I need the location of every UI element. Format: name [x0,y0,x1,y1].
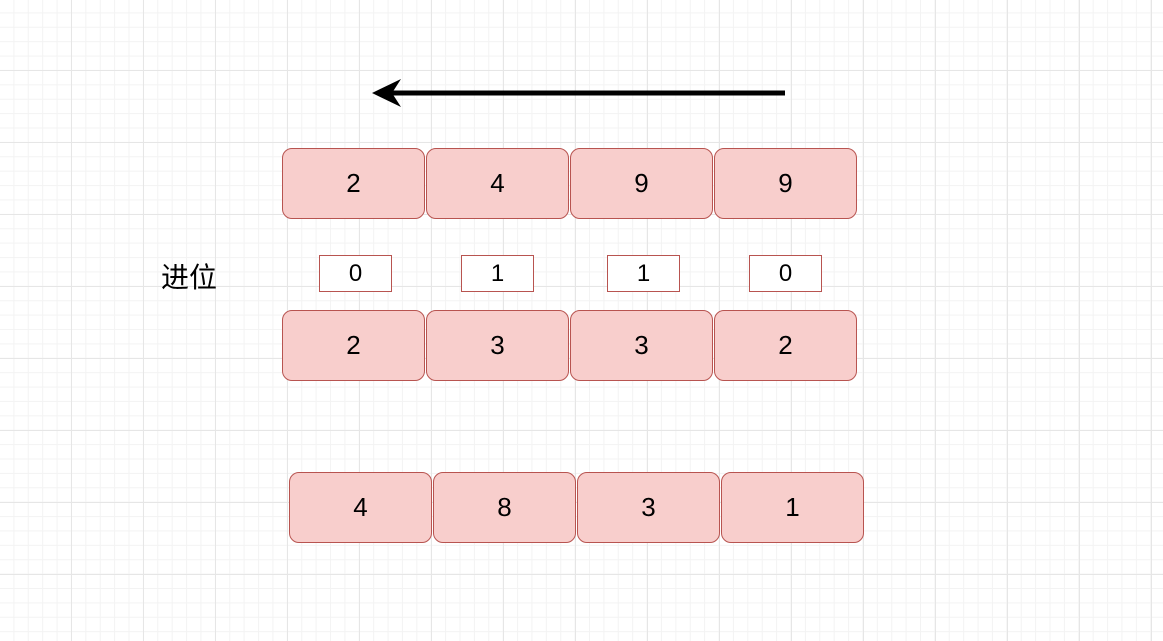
top-digit-cell: 9 [714,148,857,219]
carry-box: 0 [749,255,822,292]
second-digit-cell: 3 [570,310,713,381]
carry-box: 0 [319,255,392,292]
result-digit-cell: 1 [721,472,864,543]
top-digit-cell: 9 [570,148,713,219]
second-digit-cell: 2 [282,310,425,381]
result-digit-cell: 3 [577,472,720,543]
carry-box: 1 [607,255,680,292]
second-digit-cell: 3 [426,310,569,381]
carry-label: 进位 [161,261,218,294]
top-digit-cell: 2 [282,148,425,219]
result-digit-cell: 4 [289,472,432,543]
second-digit-cell: 2 [714,310,857,381]
arrow-head [372,79,401,107]
carry-box: 1 [461,255,534,292]
top-digit-cell: 4 [426,148,569,219]
result-digit-cell: 8 [433,472,576,543]
